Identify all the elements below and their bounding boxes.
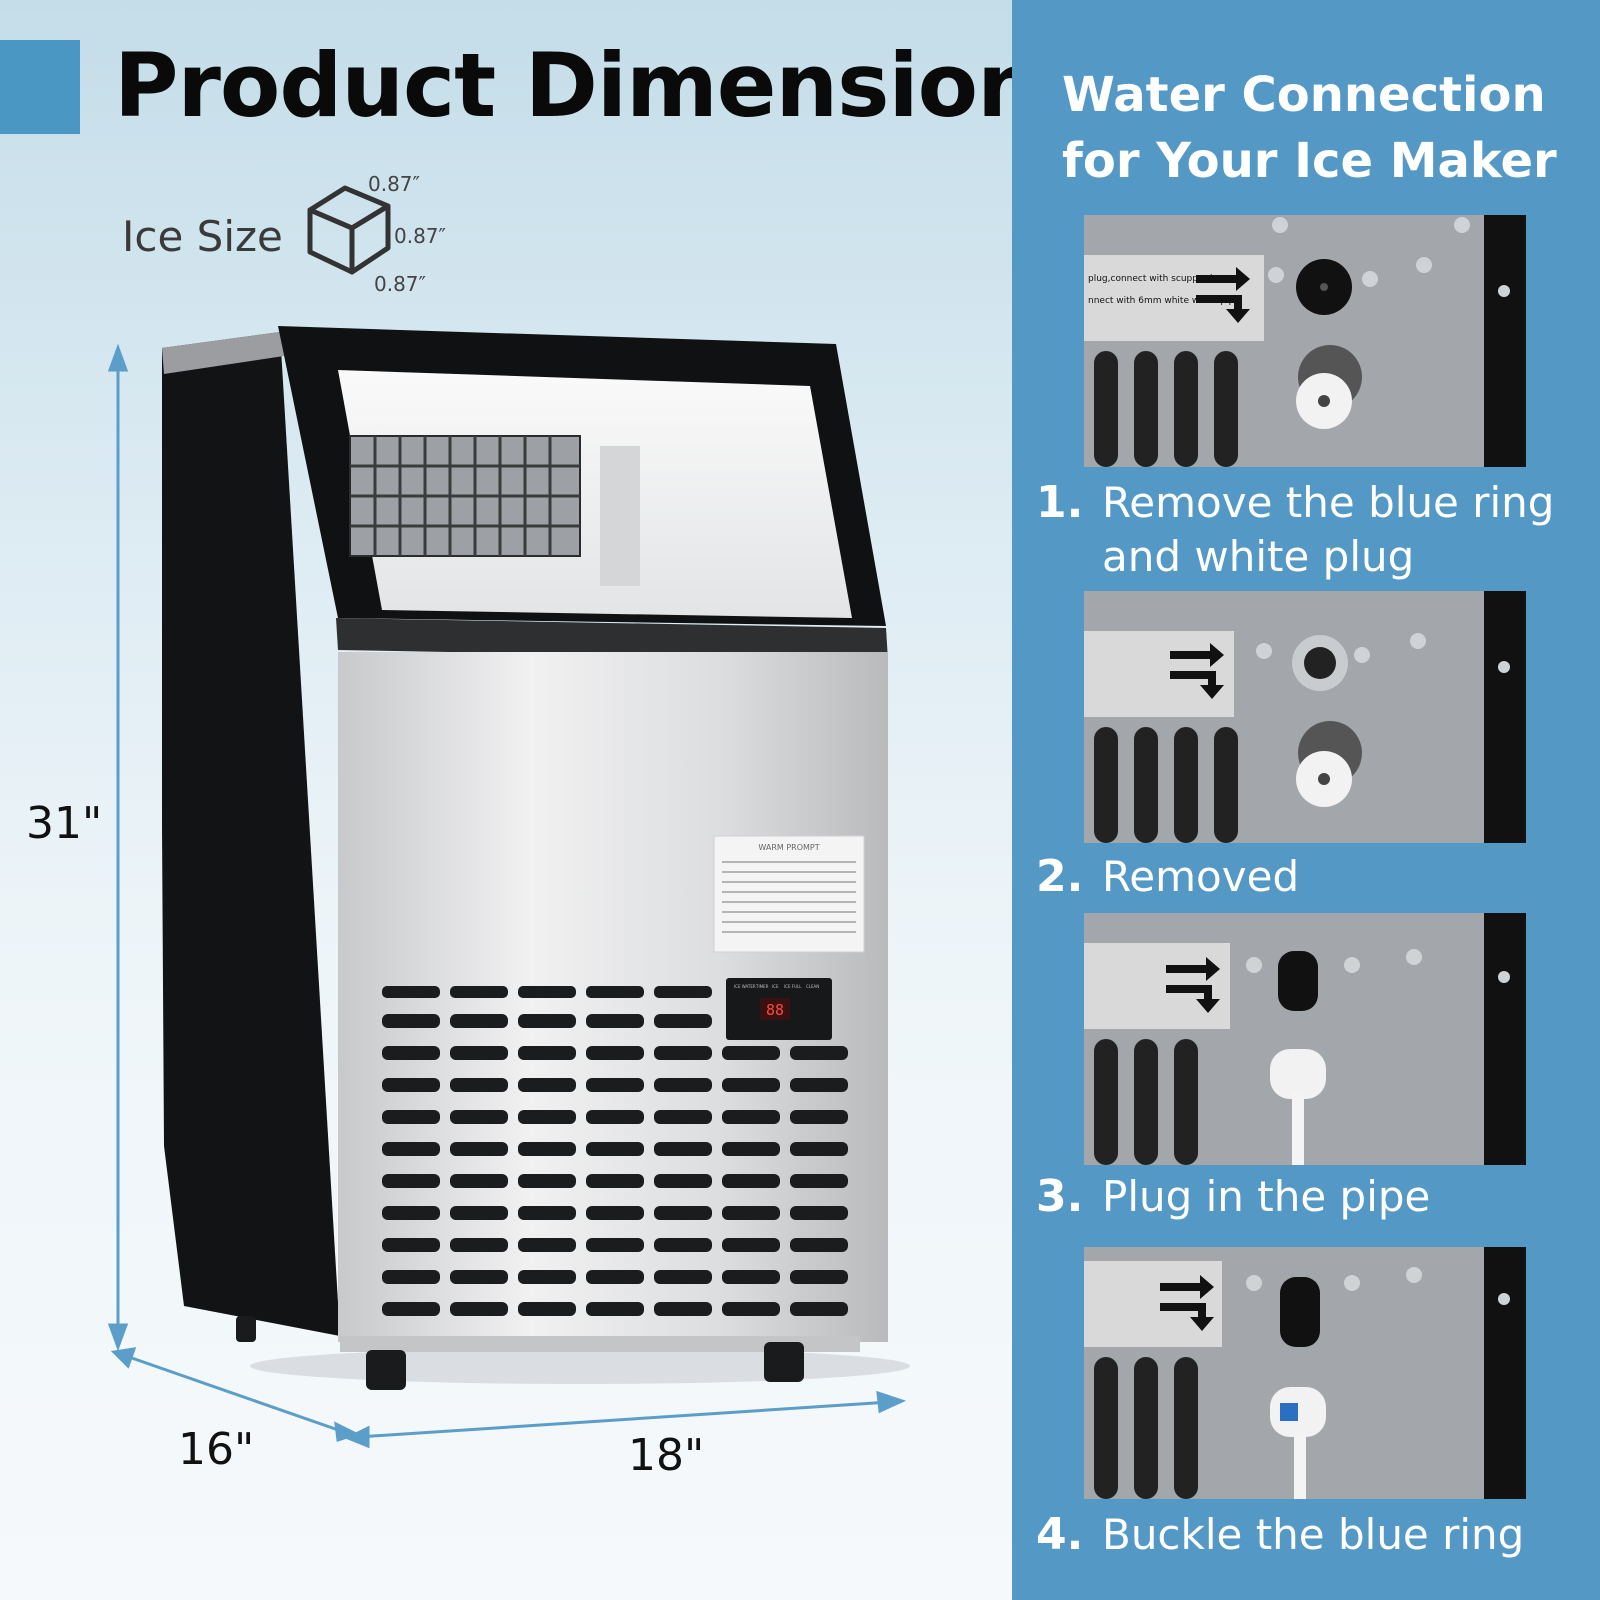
display-readout: 88 <box>766 1001 784 1019</box>
width-dimension-label: 18" <box>628 1430 705 1481</box>
step-4-text: Buckle the blue ring <box>1102 1510 1525 1559</box>
control-label-ice: ICE <box>772 984 779 989</box>
step-4-photo <box>1084 1247 1526 1499</box>
step-2-number: 2. <box>1036 851 1084 902</box>
ice-cube-icon <box>307 185 391 275</box>
water-title-line1: Water Connection <box>1062 67 1546 123</box>
page-title: Product Dimension <box>114 34 1012 137</box>
title-accent-block <box>0 40 80 134</box>
ice-size-label: Ice Size <box>122 212 283 261</box>
water-title-line2: for Your Ice Maker <box>1062 133 1557 189</box>
ice-dim-depth: 0.87″ <box>368 172 421 196</box>
dimension-lines <box>107 343 907 1449</box>
sticker-line-2: nnect with 6mm white water pipe <box>1088 296 1240 306</box>
step-3-text: Plug in the pipe <box>1102 1172 1431 1221</box>
step-1-photo: plug,connect with scupper hose nnect wit… <box>1084 215 1526 467</box>
ice-dim-width: 0.87″ <box>394 224 447 248</box>
step-3-number: 3. <box>1036 1171 1084 1222</box>
warning-sticker-title: WARM PROMPT <box>758 843 819 852</box>
control-label-ice-full: ICE FULL <box>784 984 802 989</box>
depth-dimension-label: 16" <box>178 1424 255 1475</box>
water-connection-title: Water Connection for Your Ice Maker <box>1062 62 1592 194</box>
step-1-number: 1. <box>1036 477 1084 528</box>
step-2-text: Removed <box>1102 852 1300 901</box>
control-label-clean: CLEAN <box>806 984 819 989</box>
ice-maker-illustration: WARM PROMPT 88 ICE WATER TIMER ICE ICE F… <box>162 326 910 1390</box>
dimension-panel: Product Dimension Ice Size 0.87″ 0.87″ 0… <box>0 0 1012 1600</box>
water-connection-panel: Water Connection for Your Ice Maker plug… <box>1012 0 1600 1600</box>
height-dimension-label: 31" <box>26 798 103 849</box>
ice-dim-height: 0.87″ <box>374 272 427 296</box>
step-3-photo <box>1084 913 1526 1165</box>
vent-grille <box>382 1014 848 1316</box>
control-label-timer: TIMER <box>755 984 769 989</box>
step-4-number: 4. <box>1036 1509 1084 1560</box>
step-1-text: Remove the blue ring and white plug <box>1102 478 1555 581</box>
sticker-line-1: plug,connect with scupper hose <box>1088 274 1232 284</box>
step-2-photo <box>1084 591 1526 843</box>
control-label-ice-water: ICE WATER <box>734 984 756 989</box>
